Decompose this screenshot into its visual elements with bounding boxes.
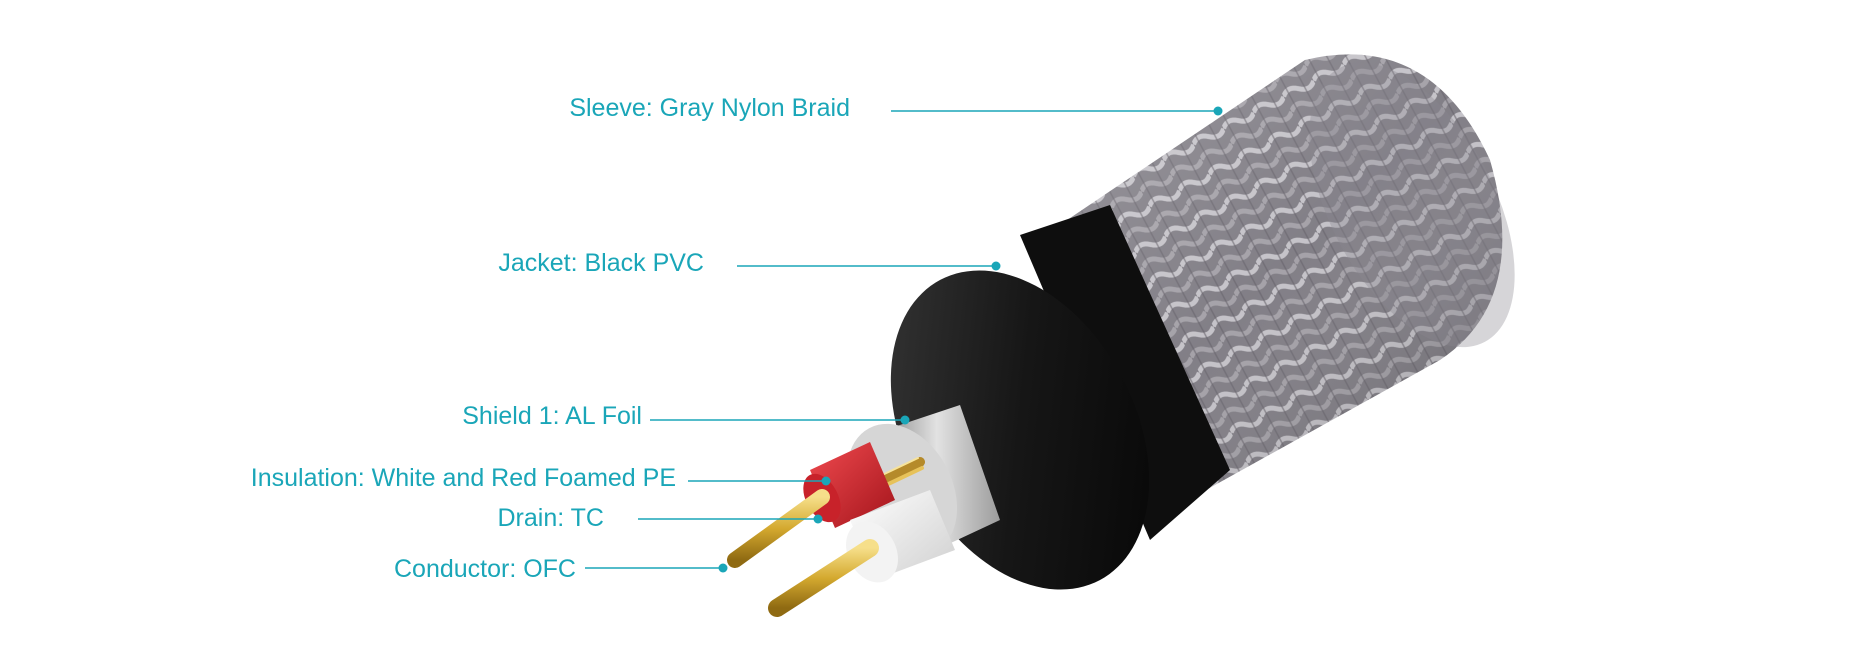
red-conductor [727,489,830,568]
callout-jacket: Jacket: Black PVC [498,249,704,277]
dot-jacket [991,261,1001,271]
dot-shield [900,415,910,425]
sleeve-end-cap [1309,62,1515,348]
jacket-body [1020,205,1230,540]
red-core [727,442,895,568]
white-core [768,490,955,617]
callout-drain: Drain: TC [497,504,604,532]
leader-dots [718,106,1223,573]
dot-drain [813,514,823,524]
leader-lines [585,110,1218,569]
white-conductor [768,539,879,617]
callout-shield: Shield 1: AL Foil [462,402,642,430]
callout-insulation: Insulation: White and Red Foamed PE [250,464,676,492]
callout-sleeve: Sleeve: Gray Nylon Braid [569,94,850,122]
dot-sleeve [1213,106,1223,116]
dot-insulation [821,476,831,486]
callout-conductor: Conductor: OFC [393,555,576,583]
dot-conductor [718,563,728,573]
